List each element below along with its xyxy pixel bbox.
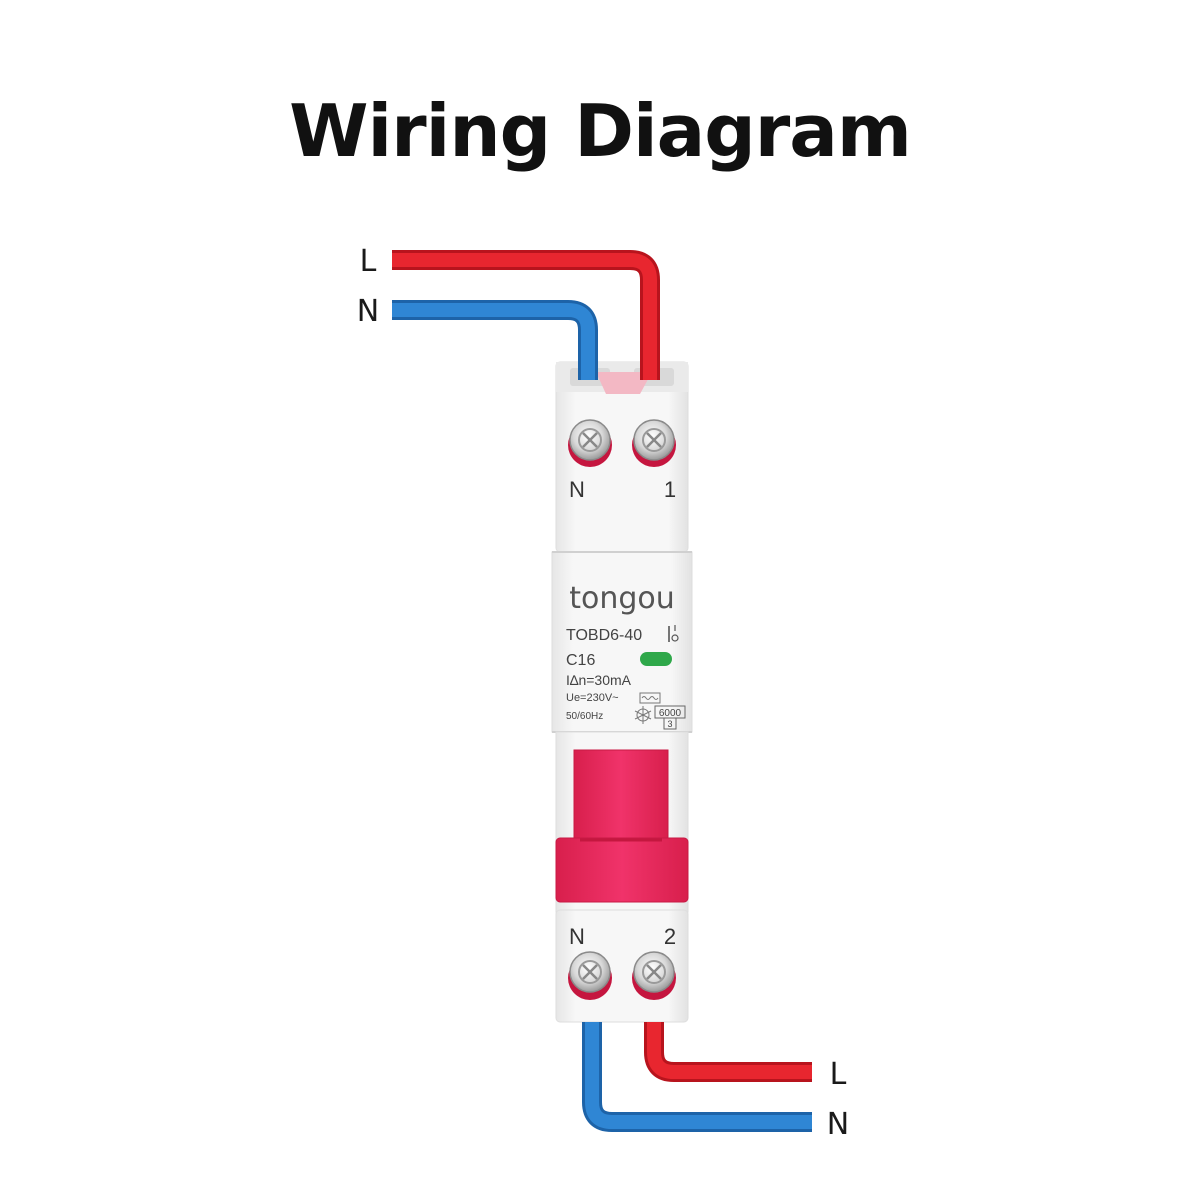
terminal-screw-bottom-2[interactable] <box>632 951 676 1000</box>
top-terminal-label-n: N <box>569 477 585 502</box>
snowflake-icon <box>634 706 652 724</box>
rated-frequency: 50/60Hz <box>566 711 603 722</box>
current-rating: C16 <box>566 652 595 669</box>
rated-voltage: Ue=230V~ <box>566 692 619 704</box>
terminal-screw-top-1[interactable] <box>632 419 676 467</box>
energy-class: 3 <box>667 719 672 729</box>
breaking-capacity: 6000 <box>659 708 682 719</box>
top-terminal-label-1: 1 <box>664 477 676 502</box>
output-neutral-label: N <box>827 1107 849 1142</box>
bottom-terminal-label-n: N <box>569 924 585 949</box>
wave-symbol-icon <box>639 692 661 704</box>
status-indicator <box>640 652 672 666</box>
model-number: TOBD6-40 <box>566 627 642 644</box>
bottom-terminal-label-2: 2 <box>664 924 676 949</box>
residual-current: I∆n=30mA <box>566 672 632 688</box>
toggle-lever[interactable] <box>555 749 689 903</box>
output-line-wire <box>644 1022 812 1082</box>
output-line-label: L <box>830 1057 847 1092</box>
terminal-screw-bottom-n[interactable] <box>568 951 612 1000</box>
input-line-label: L <box>360 244 377 279</box>
page-title: Wiring Diagram <box>289 89 912 173</box>
on-off-symbol-icon <box>668 625 679 642</box>
terminal-screw-top-n[interactable] <box>568 419 612 467</box>
input-neutral-label: N <box>357 294 379 329</box>
brand-logo: tongou <box>569 581 675 616</box>
